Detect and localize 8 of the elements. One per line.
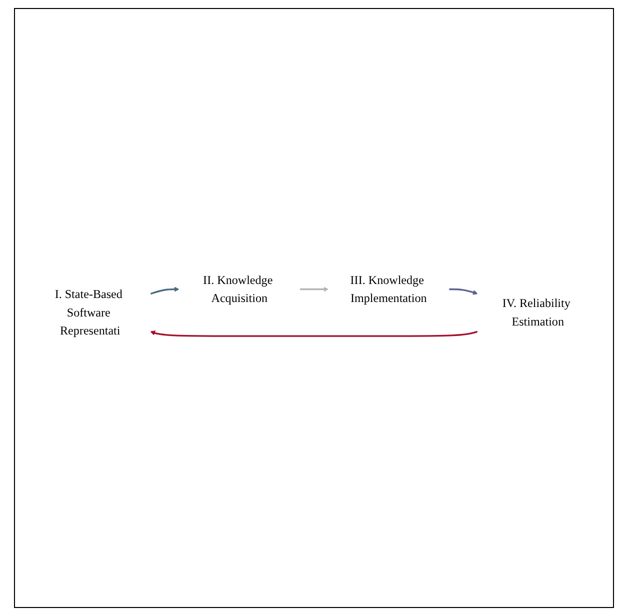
node-text: I. State-Based Software Representati: [54, 287, 122, 338]
arrow: [150, 330, 478, 337]
node-text: III. Knowledge Implementation: [350, 272, 427, 305]
node-text: IV. Reliability Estimation: [502, 296, 570, 328]
arrow: [300, 286, 329, 292]
arrow: [150, 286, 180, 295]
node-text: II. Knowledge Acquisition: [203, 272, 273, 305]
arrow: [448, 288, 478, 295]
